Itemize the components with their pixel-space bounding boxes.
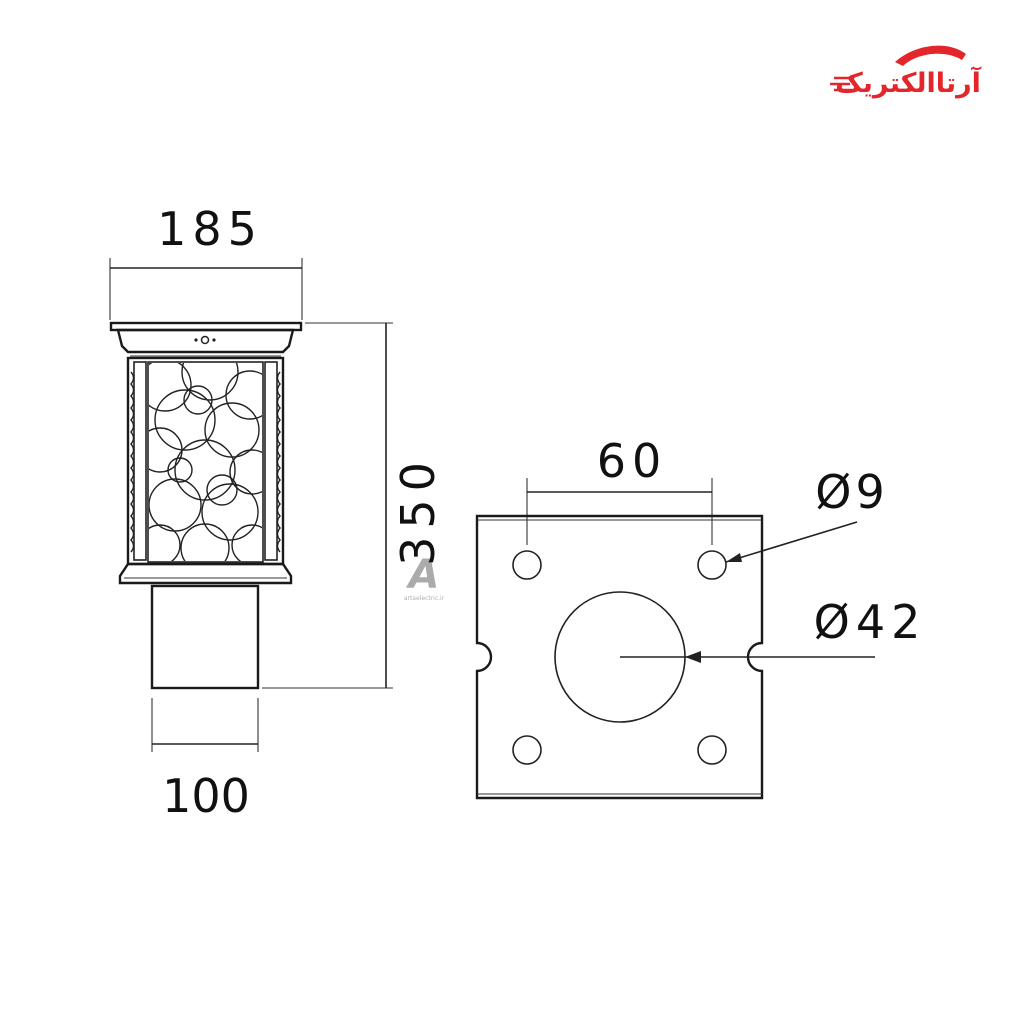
lamp-base-pole xyxy=(150,584,260,690)
svg-text:artaelectric.ir: artaelectric.ir xyxy=(404,595,445,602)
brand-logo-text: آرتاالکتریک xyxy=(835,66,982,99)
dim-hole-diameter: Ø9 xyxy=(815,465,888,519)
dim-height: 350 xyxy=(391,454,445,566)
mounting-hole-top-left xyxy=(512,550,542,580)
lamp-cap xyxy=(109,321,303,357)
lamp-side-view: 185 xyxy=(109,202,445,823)
base-plate-view: 60 Ø9 Ø42 xyxy=(475,434,927,800)
dim-top-width: 185 xyxy=(157,202,263,256)
mounting-hole-bottom-left xyxy=(512,735,542,765)
svg-text:A: A xyxy=(406,552,440,598)
watermark-logo: A artaelectric.ir xyxy=(404,552,445,602)
dim-center-diameter: Ø42 xyxy=(814,595,927,649)
lamp-body xyxy=(126,356,285,566)
brand-logo: آرتاالکتریک xyxy=(830,45,982,99)
base-plate-outline xyxy=(475,514,764,800)
lamp-bottom-ring xyxy=(118,562,293,585)
mounting-hole-top-right xyxy=(697,550,727,580)
lamp-lattice xyxy=(149,363,262,561)
dim-hole-spacing: 60 xyxy=(597,434,668,488)
dim-base-width: 100 xyxy=(162,769,250,823)
mounting-hole-bottom-right xyxy=(697,735,727,765)
cap-screw-icon xyxy=(200,335,210,345)
brand-swoosh-icon xyxy=(895,45,966,66)
